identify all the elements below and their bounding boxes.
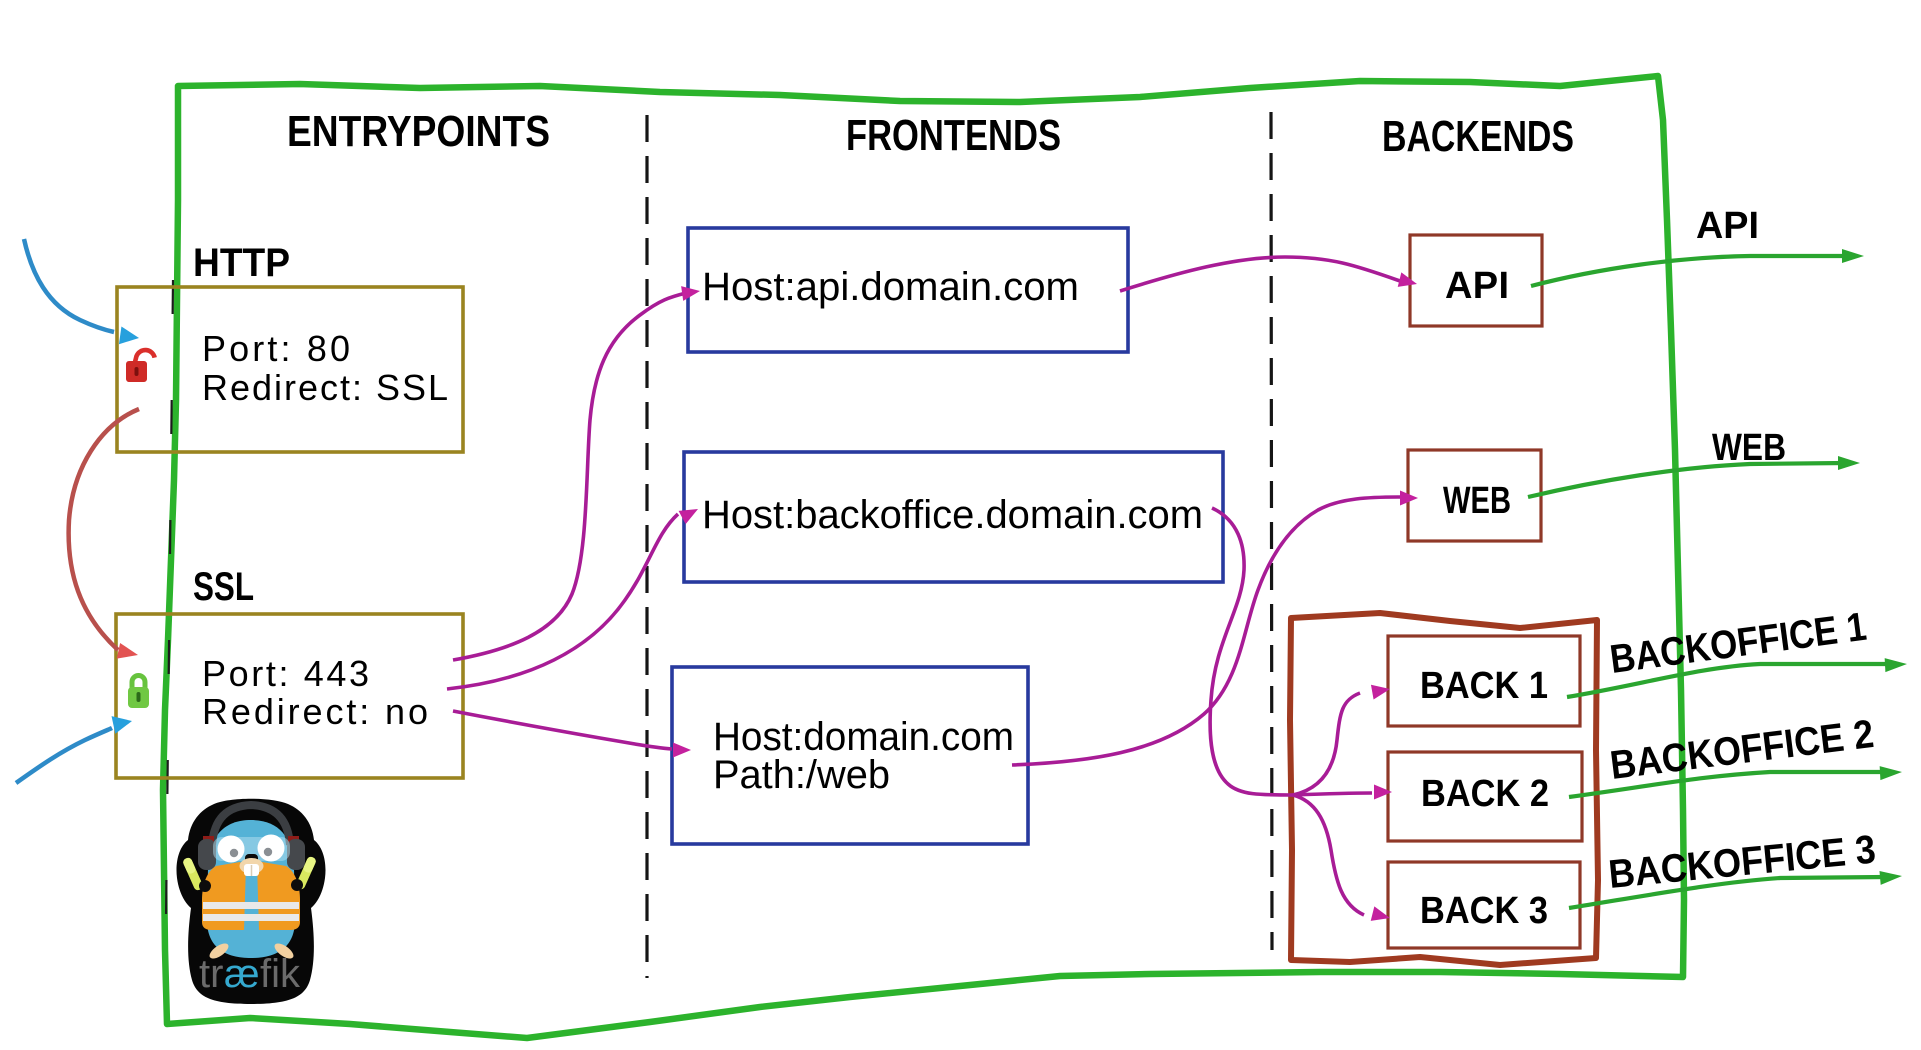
svg-text:BACK 3: BACK 3 [1420, 890, 1548, 932]
svg-text:FRONTENDS: FRONTENDS [846, 111, 1061, 160]
svg-text:BACKENDS: BACKENDS [1382, 112, 1574, 161]
svg-text:Host:domain.com: Host:domain.com [713, 715, 1014, 759]
svg-text:Host:backoffice.domain.com: Host:backoffice.domain.com [702, 493, 1203, 537]
svg-text:Redirect: no: Redirect: no [202, 691, 428, 732]
svg-text:BACKOFFICE 3: BACKOFFICE 3 [1607, 827, 1878, 896]
svg-text:Redirect: SSL: Redirect: SSL [202, 367, 448, 408]
svg-text:BACKOFFICE 2: BACKOFFICE 2 [1608, 712, 1876, 788]
svg-text:fik: fik [260, 952, 301, 996]
svg-text:Port: 80: Port: 80 [202, 328, 350, 369]
svg-text:tr: tr [199, 952, 223, 996]
svg-text:Port: 443: Port: 443 [202, 653, 369, 694]
svg-text:æ: æ [224, 952, 260, 996]
svg-text:Path:/web: Path:/web [713, 753, 890, 797]
svg-text:Host:api.domain.com: Host:api.domain.com [702, 265, 1079, 309]
svg-text:BACK 2: BACK 2 [1421, 773, 1549, 815]
svg-text:API: API [1445, 265, 1509, 307]
svg-text:BACKOFFICE 1: BACKOFFICE 1 [1607, 605, 1869, 682]
svg-text:WEB: WEB [1712, 427, 1786, 469]
svg-text:HTTP: HTTP [193, 241, 290, 285]
svg-text:BACK 1: BACK 1 [1420, 665, 1548, 707]
svg-text:ENTRYPOINTS: ENTRYPOINTS [287, 107, 550, 156]
svg-text:WEB: WEB [1443, 480, 1511, 522]
svg-text:API: API [1696, 205, 1759, 247]
svg-text:SSL: SSL [193, 565, 254, 609]
